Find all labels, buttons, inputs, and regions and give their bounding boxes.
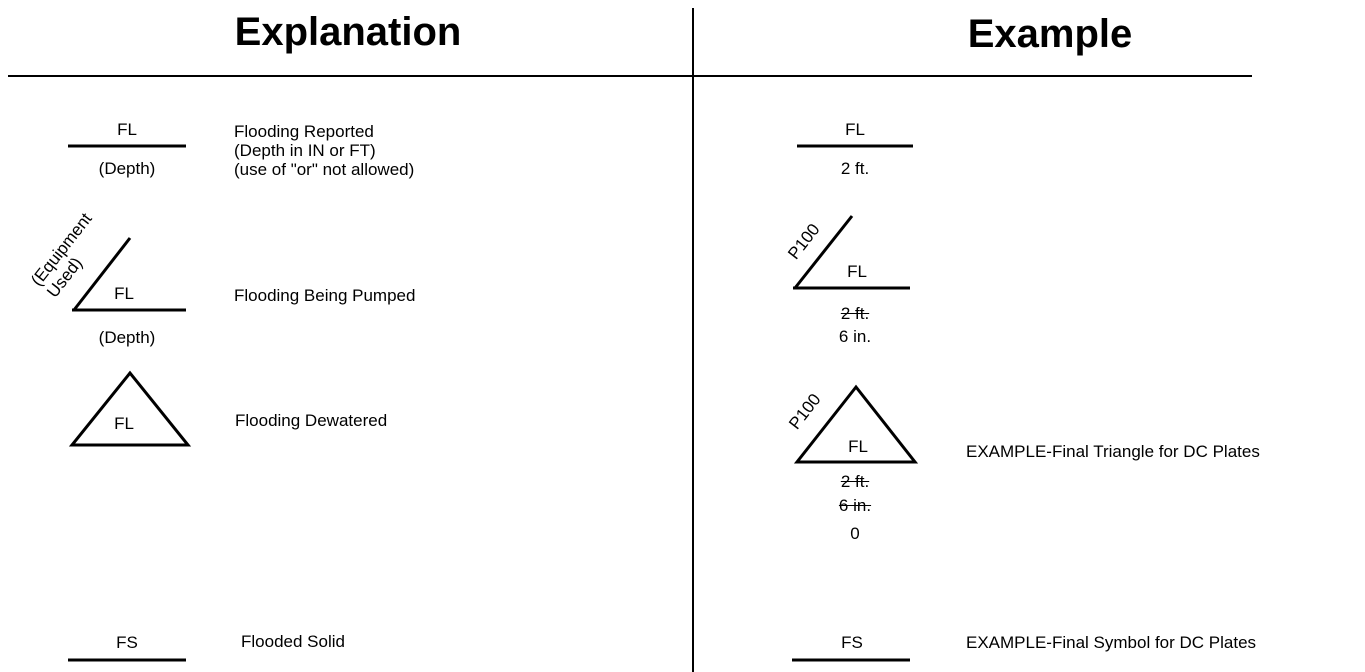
explanation-heading: Explanation [234,10,462,54]
reported-desc-1: Flooding Reported [234,122,374,141]
pumped-code: FL [114,284,134,303]
reported-code: FL [117,120,137,139]
example-pumped-depth: 6 in. [838,327,872,346]
solid-code: FS [116,633,138,652]
example-final-depth: 0 [850,524,860,543]
example-pumped-code: FL [847,262,867,281]
example-final-depth-struck-2: 6 in. [838,496,872,515]
example-final-symbol-desc: EXAMPLE-Final Symbol for DC Plates [966,633,1257,652]
example-final-triangle [793,384,919,464]
pumped-symbol-slash [72,237,132,311]
example-pumped-depth-struck: 2 ft. [840,304,870,323]
pumped-depth-label: (Depth) [98,328,156,347]
example-final-triangle-desc: EXAMPLE-Final Triangle for DC Plates [966,442,1260,461]
reported-desc-3: (use of "or" not allowed) [234,160,415,179]
reported-depth-label: (Depth) [98,159,156,178]
example-reported-depth: 2 ft. [840,159,870,178]
dewatered-code: FL [114,414,134,433]
example-reported-code: FL [845,120,865,139]
example-final-depth-struck-1: 2 ft. [840,472,870,491]
dewatered-triangle [68,370,192,447]
pumped-desc: Flooding Being Pumped [234,286,416,305]
reported-desc-2: (Depth in IN or FT) [234,141,376,160]
example-final-symbol-code: FS [841,633,863,652]
example-heading: Example [967,12,1133,56]
dewatered-desc: Flooding Dewatered [235,411,388,430]
example-pumped-slash [793,215,854,289]
solid-desc: Flooded Solid [241,632,345,651]
example-final-code: FL [848,437,868,456]
